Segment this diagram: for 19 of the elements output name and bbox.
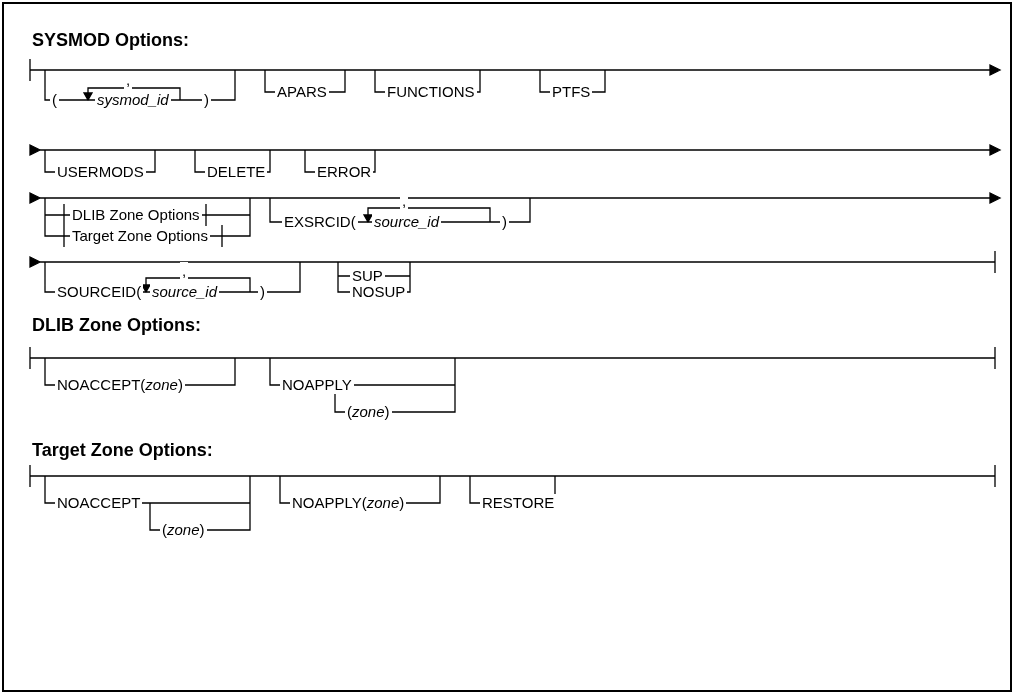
parenthesis: ) [258,283,267,301]
parenthesis: ) [500,213,509,231]
keyword: (zone) [345,403,392,421]
parenthesis: ) [202,91,211,109]
section-heading: DLIB Zone Options: [31,316,202,334]
parenthesis: ( [50,91,59,109]
keyword: (zone) [160,521,207,539]
repeat-separator: , [180,262,189,280]
fragment-reference: DLIB Zone Options [70,206,202,224]
keyword: SOURCEID( [55,283,144,301]
section-heading: SYSMOD Options: [31,31,190,49]
section-heading: Target Zone Options: [31,441,214,459]
keyword: NOACCEPT(zone) [55,376,185,394]
keyword: EXSRCID( [282,213,358,231]
keyword: NOAPPLY(zone) [290,494,407,512]
variable-name: source_id [150,283,220,301]
variable-name: sysmod_id [95,91,171,109]
fragment-reference: Target Zone Options [70,227,210,245]
variable-name: source_id [372,213,442,231]
